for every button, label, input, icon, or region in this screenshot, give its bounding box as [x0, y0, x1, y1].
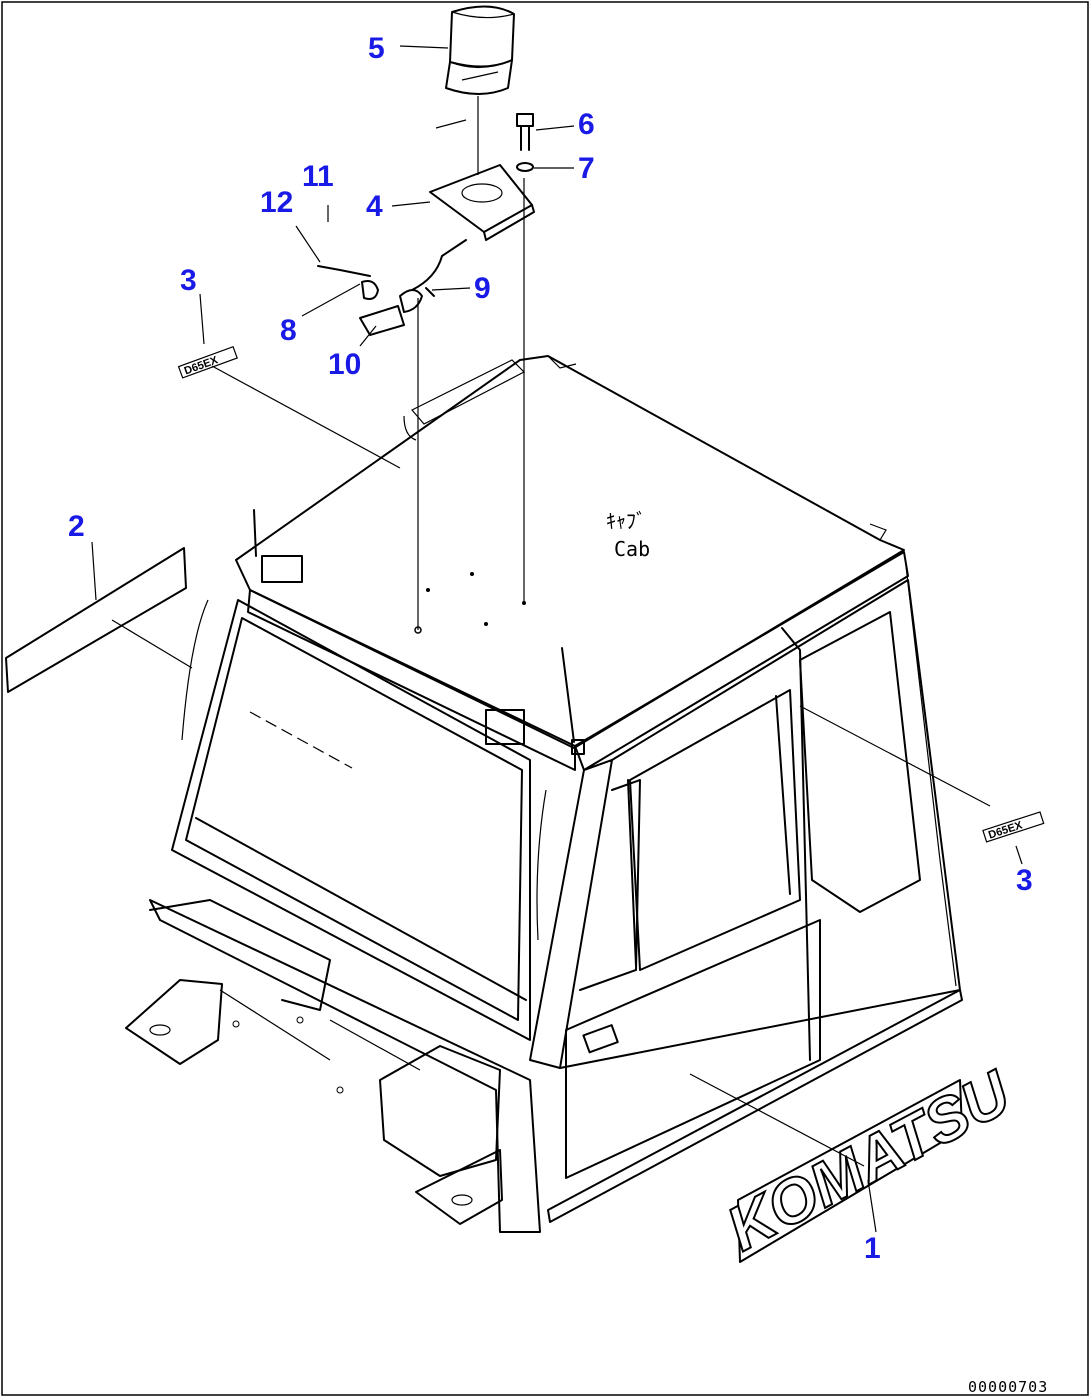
stripe-decal-part	[5, 547, 187, 693]
beacon-lamp-part	[445, 5, 515, 175]
cab-caption-en: Cab	[614, 537, 650, 561]
callout-5: 5	[368, 32, 385, 65]
bolt-and-washer-parts	[516, 113, 534, 605]
callout-10: 10	[328, 348, 361, 381]
leader-lines	[91, 45, 1023, 1233]
callout-12: 12	[260, 186, 293, 219]
callout-3: 3	[180, 264, 197, 297]
model-decal-top: D65EX	[177, 345, 238, 379]
cab-roof	[235, 355, 909, 771]
callout-6: 6	[578, 108, 595, 141]
callout-1: 1	[864, 1232, 881, 1265]
cab-side	[529, 565, 963, 1223]
callout-4: 4	[366, 190, 383, 223]
drawing-number: 00000703	[968, 1378, 1048, 1396]
model-decal-right: D65EX	[982, 811, 1045, 843]
cab-caption-jp: ｷｬﾌﾞ	[606, 509, 646, 533]
callout-3-right: 3	[1016, 864, 1033, 897]
callout-2: 2	[68, 510, 85, 543]
cab-front-glass	[171, 599, 547, 1041]
callout-labels: 5 6 7 4 11 12 9 3 8 10 2 3 1	[68, 32, 1033, 1265]
callout-8: 8	[280, 314, 297, 347]
lamp-bracket-part	[429, 119, 535, 241]
roof-rails	[253, 509, 585, 755]
callout-11: 11	[302, 160, 334, 193]
callout-9: 9	[474, 272, 491, 305]
svg-text:D65EX: D65EX	[183, 354, 220, 377]
callout-7: 7	[578, 152, 595, 185]
cab-lower-frame	[125, 899, 541, 1233]
wiring-harness-parts	[317, 205, 467, 630]
